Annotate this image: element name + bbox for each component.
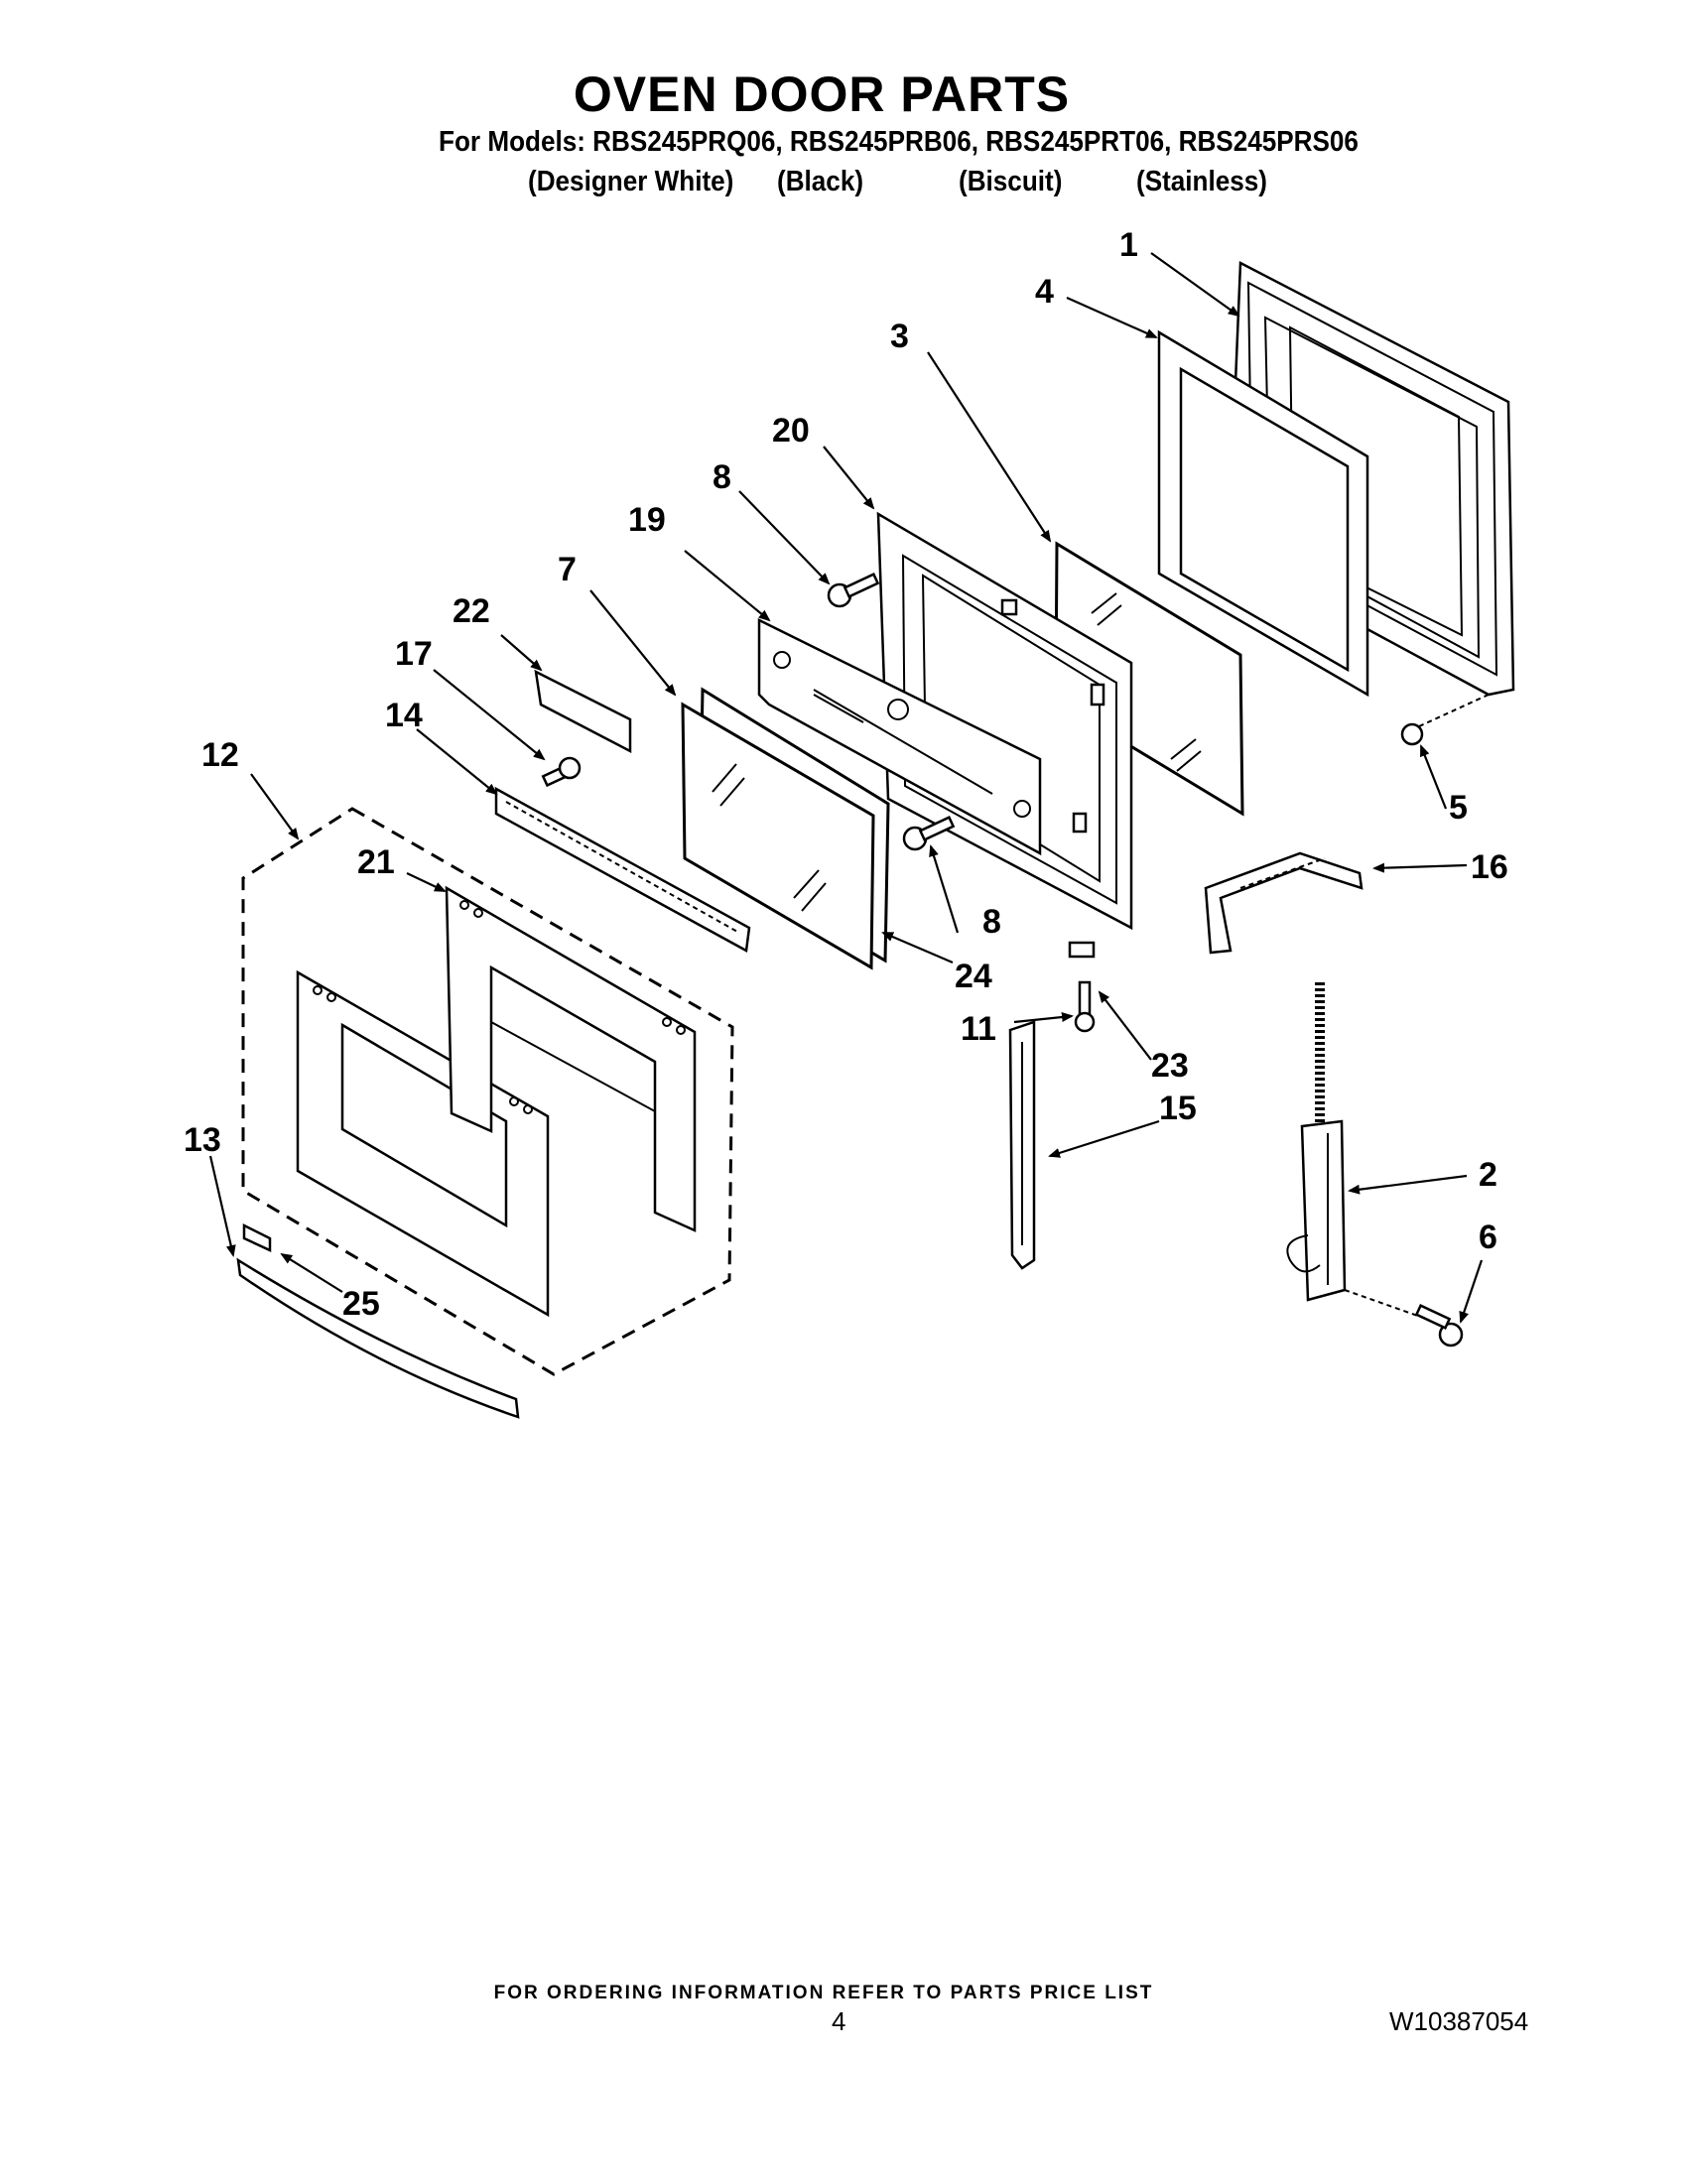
- callout-2: 2: [1479, 1156, 1497, 1194]
- part-15-hinge-channel: [1008, 1020, 1036, 1270]
- part-8-screw-lower: [902, 816, 956, 851]
- callout-11: 11: [961, 1010, 996, 1048]
- part-21-inner-panel: [445, 885, 697, 1232]
- variant-black: (Black): [777, 166, 864, 197]
- callout-21: 21: [357, 843, 395, 881]
- part-22-bracket: [534, 669, 632, 754]
- page-number: 4: [832, 2006, 846, 2036]
- part-6-screw: [1344, 1289, 1464, 1348]
- variant-designer-white: (Designer White): [528, 166, 734, 197]
- part-13-door-handle: [236, 1257, 520, 1419]
- part-11-screw: [1074, 980, 1096, 1033]
- part-25-badge: [242, 1222, 272, 1252]
- model-list: For Models: RBS245PRQ06, RBS245PRB06, RB…: [439, 126, 1359, 158]
- part-16-hinge-bracket: [1204, 851, 1363, 955]
- callout-13: 13: [184, 1121, 221, 1159]
- part-19-heat-shield: [757, 617, 1042, 856]
- callout-22: 22: [453, 592, 490, 630]
- callout-20: 20: [772, 412, 810, 450]
- callout-14: 14: [385, 697, 423, 734]
- callout-4: 4: [1035, 273, 1054, 311]
- part-2-hinge: [1286, 982, 1347, 1302]
- page-title: OVEN DOOR PARTS: [573, 66, 1071, 122]
- callout-15: 15: [1159, 1090, 1197, 1127]
- part-4-door-gasket: [1157, 329, 1369, 698]
- callout-12: 12: [201, 736, 239, 774]
- part-8-screw-upper: [827, 573, 880, 608]
- callout-7: 7: [558, 551, 577, 588]
- callout-8-upper: 8: [713, 458, 731, 496]
- callout-17: 17: [395, 635, 433, 673]
- callout-3: 3: [890, 318, 909, 355]
- part-5-screw: [1400, 694, 1490, 746]
- callout-6: 6: [1479, 1219, 1497, 1256]
- callout-25: 25: [342, 1285, 380, 1323]
- callout-8-lower: 8: [982, 903, 1001, 941]
- part-7-door-glass: [681, 702, 875, 970]
- callout-24: 24: [955, 958, 992, 995]
- part-14-vent-channel: [494, 786, 751, 953]
- variant-stainless: (Stainless): [1136, 166, 1268, 197]
- callout-19: 19: [628, 501, 666, 539]
- callout-16: 16: [1471, 848, 1508, 886]
- callout-23: 23: [1151, 1047, 1189, 1085]
- leader-arrows: [208, 252, 1484, 1324]
- part-23-clip: [1068, 941, 1096, 959]
- ordering-note: FOR ORDERING INFORMATION REFER TO PARTS …: [493, 1983, 1154, 2003]
- document-number: W10387054: [1389, 2006, 1529, 2036]
- callout-5: 5: [1449, 789, 1468, 827]
- part-17-screw: [541, 756, 582, 788]
- variant-biscuit: (Biscuit): [959, 166, 1063, 197]
- callout-1: 1: [1119, 226, 1138, 264]
